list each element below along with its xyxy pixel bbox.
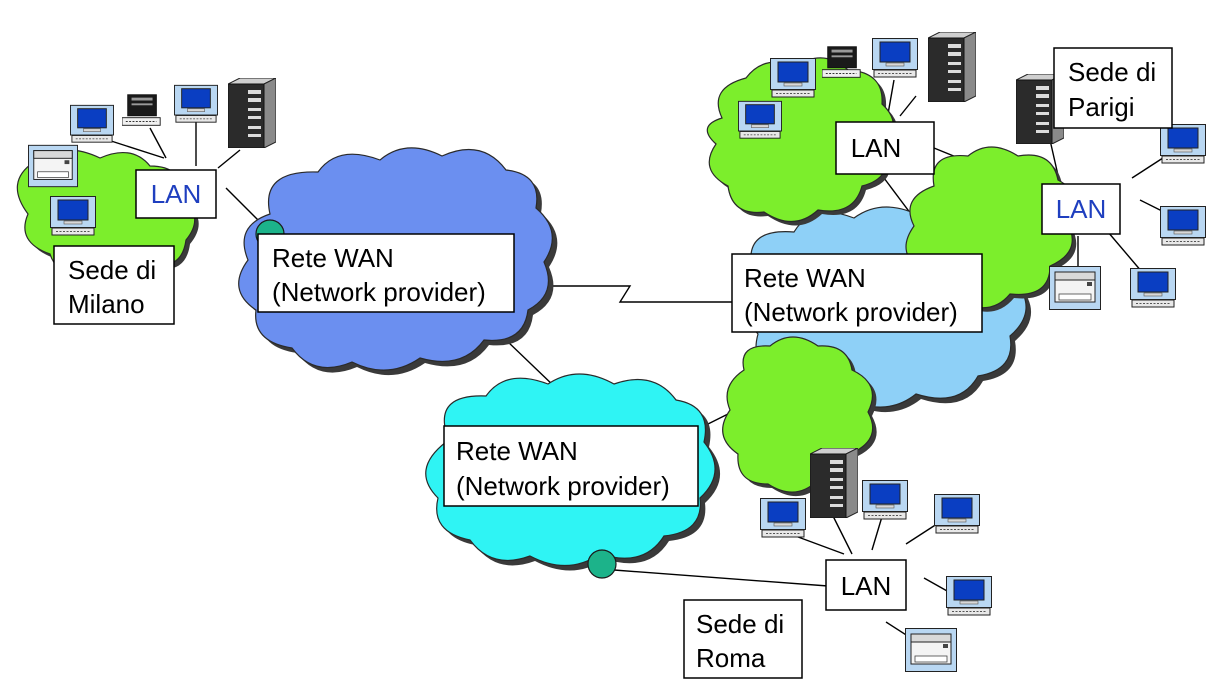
computer-icon [946,576,992,616]
computer-icon [174,84,218,123]
computer-icon [862,480,908,520]
desktop-icon [122,94,161,126]
computer-icon [1160,124,1206,164]
lan-label-milano: LAN [135,169,217,219]
link-milano-tower [217,149,241,169]
computer-icon [770,58,816,98]
wan-label-line1: Rete WAN [456,436,578,466]
link-paris-lan1-tower [899,95,917,117]
link-milano-pc1 [107,139,165,159]
site-name-line2: Parigi [1068,92,1134,122]
server-icon [928,32,976,102]
lan-label-parigi-1: LAN [835,121,935,175]
link-paris-lan2-pc3 [1107,231,1143,273]
desktop-icon [822,46,861,78]
lan-label-text: LAN [1056,194,1107,224]
computer-icon [1160,206,1206,246]
wan-label-line2: (Network provider) [456,471,670,501]
wan-label-lightblue: Rete WAN (Network provider) [731,253,983,333]
lan-label-parigi-2: LAN [1041,183,1121,235]
computer-icon [1130,268,1176,308]
lan-label-text: LAN [851,133,902,163]
server-icon [228,78,276,148]
router-roma [587,549,617,579]
lan-label-roma: LAN [825,559,907,611]
wan-label-line1: Rete WAN [744,263,866,293]
lan-label-text: LAN [841,571,892,601]
computer-icon [70,104,114,143]
lan-label-text: LAN [151,179,202,209]
wan-label-cyan: Rete WAN (Network provider) [443,425,699,507]
computer-icon [934,494,980,534]
site-label-roma: Sede di Roma [683,599,803,679]
site-name-line2: Roma [696,643,766,673]
site-label-milano: Sede di Milano [53,245,175,325]
link-paris-lan2-pc1 [1131,155,1167,179]
link-roma-router-lan [613,569,829,587]
computer-icon [760,498,806,538]
wan-label-line2: (Network provider) [744,297,958,327]
link-wan-wan-zigzag [514,285,734,303]
server-icon [810,448,858,518]
wan-label-line1: Rete WAN [272,243,394,273]
site-name-line1: Sede di [696,609,784,639]
site-name-line1: Sede di [1068,57,1156,87]
wan-label-blue: Rete WAN (Network provider) [257,233,515,313]
printer-icon [904,628,958,672]
link-paris-lan1-pc2 [887,79,895,115]
printer-icon [28,144,78,188]
site-name-line1: Sede di [68,255,156,285]
wan-label-line2: (Network provider) [272,277,486,307]
link-milano-minipc [149,127,167,159]
site-label-parigi: Sede di Parigi [1053,47,1173,129]
computer-icon [50,196,96,236]
site-name-line2: Milano [68,289,145,319]
computer-icon [738,100,782,139]
computer-icon [872,38,918,78]
printer-icon [1048,266,1102,310]
